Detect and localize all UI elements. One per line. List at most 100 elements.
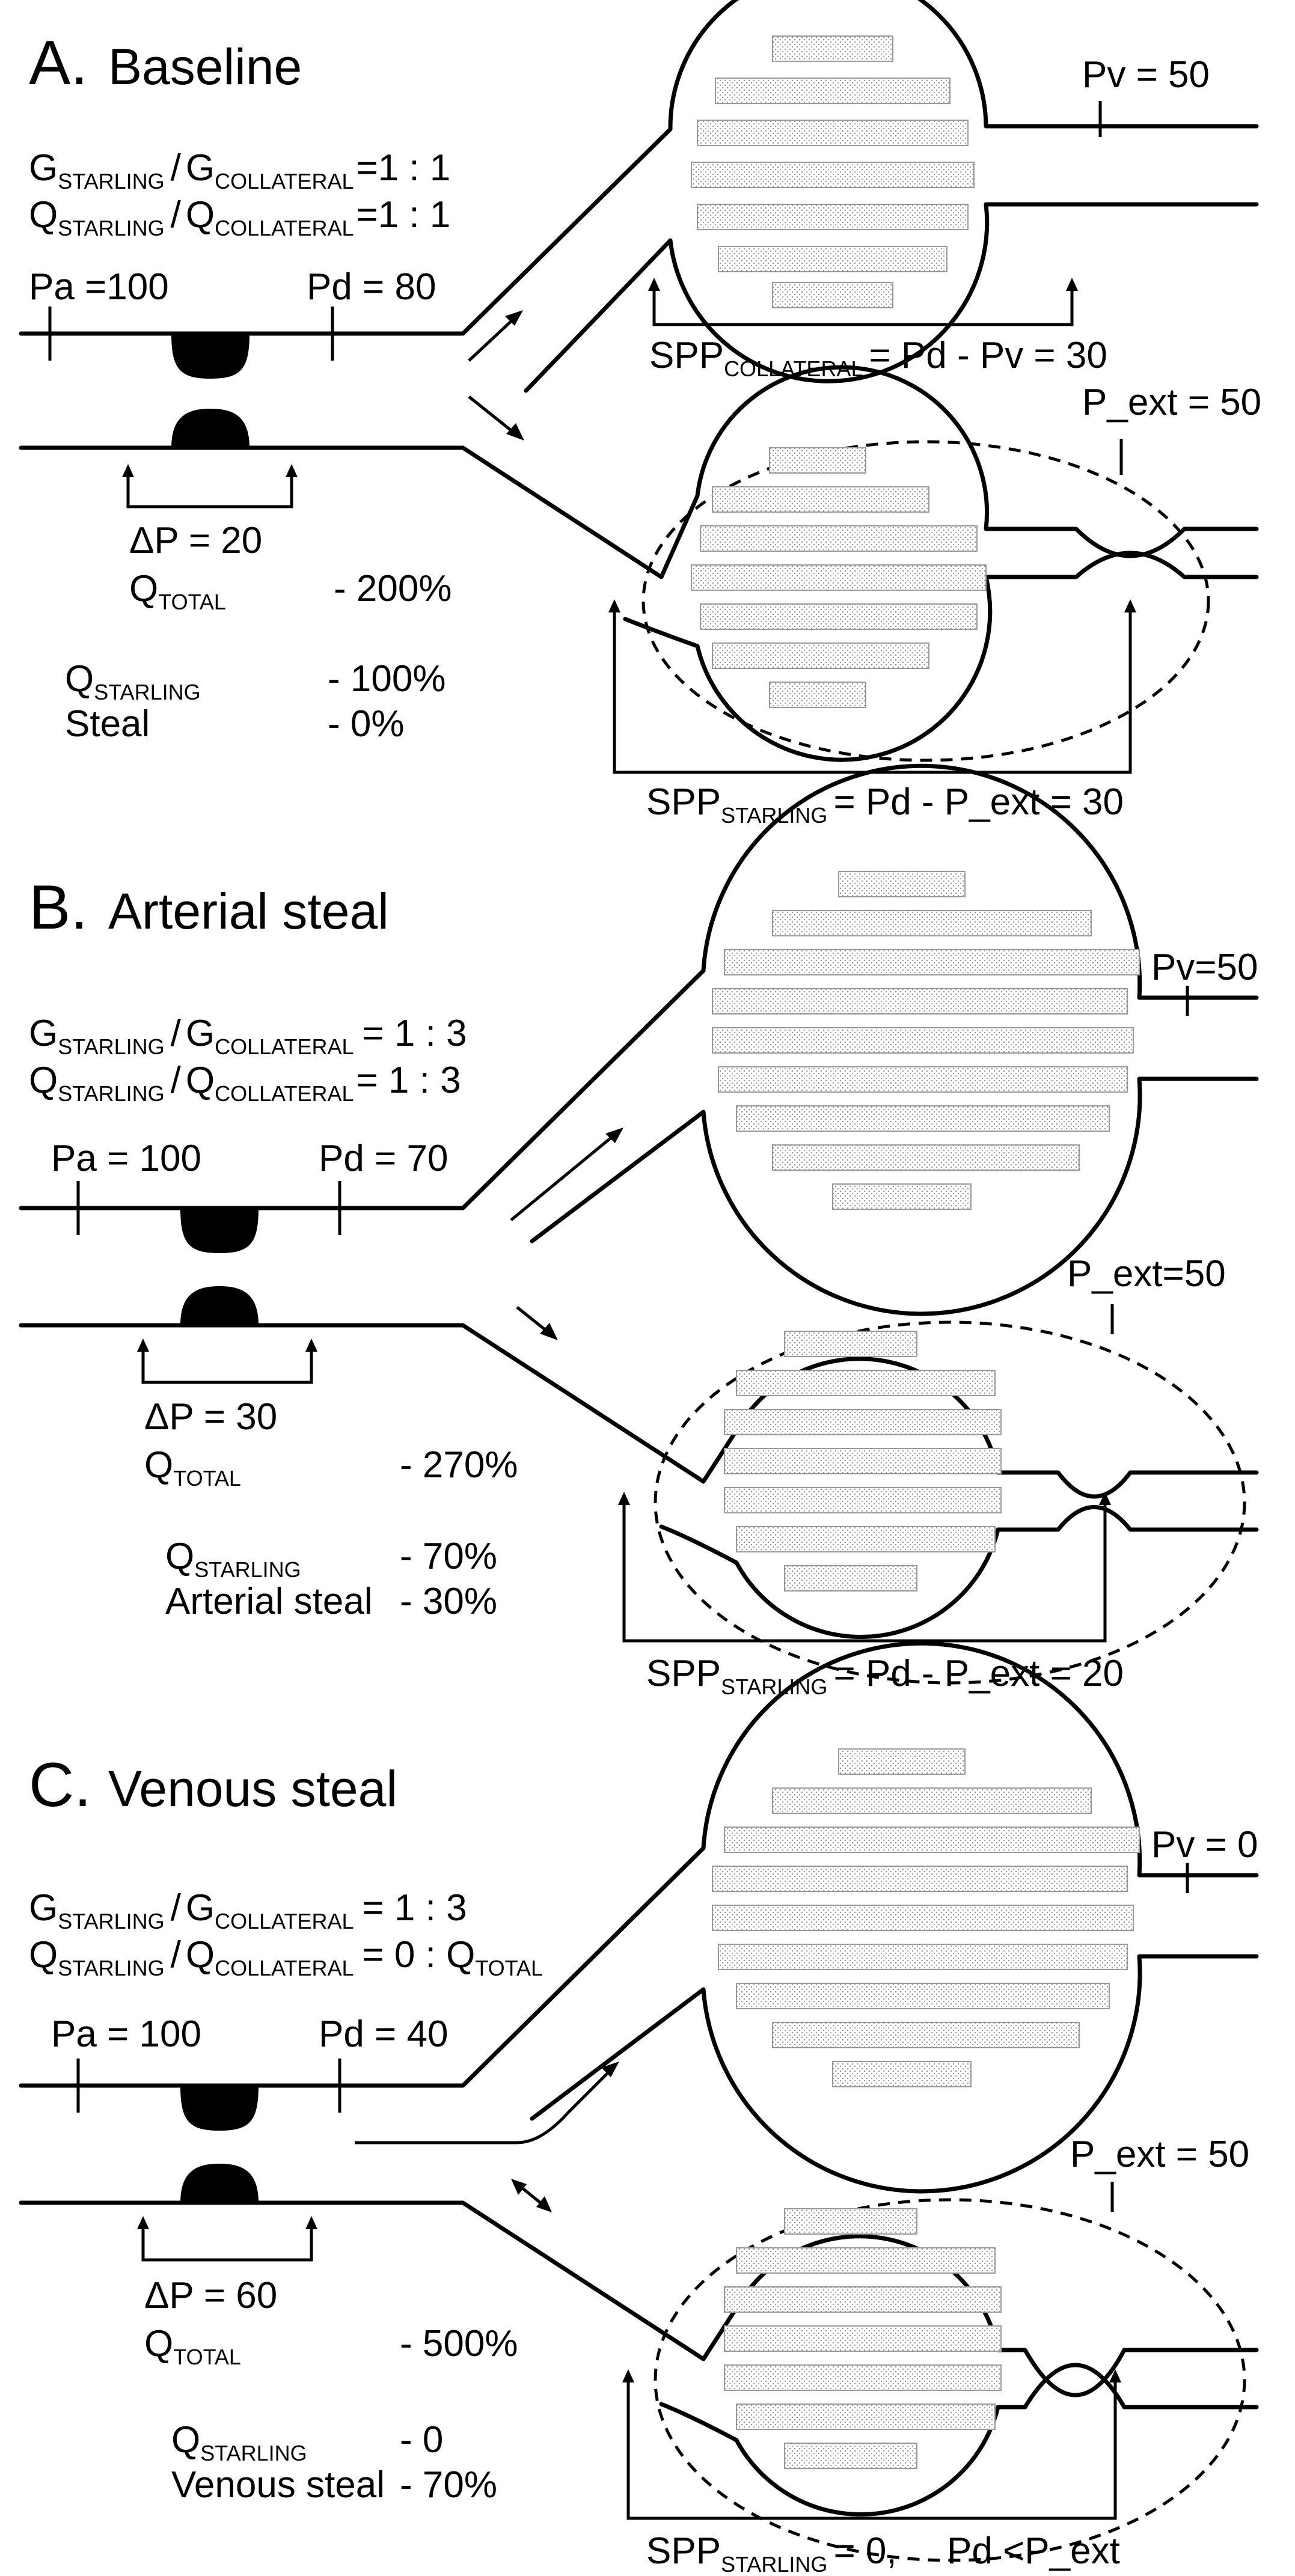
- panel-a-q-total: - 200%: [334, 568, 452, 609]
- panel-a-q-starling: - 100%: [328, 658, 445, 700]
- panel-c-pa: Pa = 100: [51, 2013, 201, 2055]
- panel-a-steal-label: Steal: [65, 703, 150, 745]
- panel-b-collateral-bed: [530, 763, 1259, 1316]
- panel-c-q-starling-label: QSTARLING: [171, 2419, 307, 2465]
- panel-c-p-ext: P_ext = 50: [1070, 2134, 1249, 2175]
- panel-b-spp-starling: SPPSTARLING= Pd - P_ext = 20: [646, 1653, 1124, 1699]
- panel-c-g-ratio: GSTARLING/GCOLLATERAL= 1 : 3: [29, 1887, 467, 1934]
- panel-c-delta-p: ΔP = 60: [144, 2275, 277, 2316]
- panel-a-bracket-arrow-left: [122, 464, 134, 477]
- panel-a-spp-collateral-bracket: [652, 285, 1074, 326]
- panel-b-spp-star-arrow-left: [618, 1492, 630, 1505]
- panel-a-delta-p-bracket: [126, 472, 293, 508]
- panel-b-letter: B.: [29, 873, 88, 942]
- panel-a-spp-star-arrow-right: [1124, 599, 1136, 612]
- panel-b-bracket-arrow-right: [305, 1338, 317, 1352]
- panel-a-collateral-capillaries: [691, 35, 975, 308]
- panel-b-stenosis-top: [180, 1208, 259, 1253]
- panel-c-stenosis-top: [180, 2086, 259, 2131]
- panel-b-pa: Pa = 100: [51, 1138, 201, 1179]
- panel-c-bracket-arrow-left: [137, 2216, 149, 2229]
- panel-b-q-total-label: QTOTAL: [144, 1444, 241, 1491]
- panel-c-letter: C.: [29, 1750, 91, 1820]
- panel-c-pv: Pv = 0: [1151, 1824, 1258, 1866]
- panel-a-delta-p: ΔP = 20: [129, 520, 262, 561]
- panel-c-spp-note: Pd <P_ext: [947, 2530, 1120, 2572]
- panel-c-starling-capillaries: [724, 2208, 1002, 2469]
- panel-b-flow-arrowhead-collateral: [605, 1128, 623, 1143]
- panel-b-starling-capillaries: [724, 1331, 1002, 1592]
- panel-b-external-pressure-zone: [654, 1320, 1246, 1685]
- panel-c-spp-star-arrow-right: [1109, 2369, 1121, 2382]
- panel-c-flow-arrow-collateral: [355, 2069, 611, 2144]
- panel-c-flow-arrowhead-collateral: [601, 2062, 619, 2077]
- panel-b-title: Arterial steal: [108, 883, 389, 939]
- panel-c-vessel-bottom: [19, 2200, 706, 2361]
- panel-a-g-ratio: GSTARLING/GCOLLATERAL=1 : 1: [29, 147, 450, 194]
- panel-a-title: Baseline: [108, 38, 302, 95]
- panel-b-vessel-top: [19, 968, 706, 1210]
- panel-b-pd: Pd = 70: [319, 1138, 448, 1179]
- panel-b-spp-star-arrow-right: [1099, 1492, 1111, 1505]
- panel-b-delta-p: ΔP = 30: [144, 1396, 277, 1438]
- panel-a-spp-col-arrow-right: [1066, 278, 1078, 291]
- panel-c-stenosis-bottom: [180, 2164, 259, 2203]
- panel-a-collateral-bed: [524, 0, 1259, 393]
- panel-c-collateral-bed: [530, 1641, 1259, 2194]
- panel-c-external-pressure-zone: [654, 2198, 1246, 2562]
- panel-b-q-starling: - 70%: [400, 1536, 497, 1577]
- panel-c-bidirectional-arrowhead-a: [511, 2179, 527, 2195]
- panel-c-title: Venous steal: [108, 1760, 397, 1817]
- panel-a-vessel-top: [19, 127, 673, 336]
- panel-a-flow-arrowhead-collateral: [505, 310, 523, 326]
- panel-a-spp-star-arrow-left: [608, 599, 620, 612]
- panel-a-spp-starling: SPPSTARLING= Pd - P_ext = 30: [646, 781, 1124, 828]
- panel-a-pa: Pa =100: [29, 266, 169, 308]
- panel-a-bracket-arrow-right: [286, 464, 298, 477]
- panel-b-collateral-capillaries: [712, 871, 1140, 1210]
- panel-a-spp-col-arrow-left: [648, 278, 660, 291]
- panel-b-pv: Pv=50: [1151, 947, 1258, 988]
- panel-c-spp-starling-bracket: [626, 2377, 1117, 2520]
- panel-b-p-ext: P_ext=50: [1067, 1253, 1226, 1295]
- panel-a-pd: Pd = 80: [307, 266, 436, 308]
- panel-c-q-ratio: QSTARLING/QCOLLATERAL= 0 : QTOTAL: [29, 1934, 543, 1980]
- panel-b-flow-arrow-collateral: [510, 1135, 614, 1221]
- panel-a-flow-arrowhead-starling: [506, 423, 524, 441]
- panel-a-flow-arrow-collateral: [468, 317, 515, 362]
- panel-c-spp-starling: SPPSTARLING= 0,: [646, 2530, 897, 2573]
- panel-a-stenosis-top: [171, 334, 250, 379]
- panel-a-stenosis-bottom: [171, 409, 250, 448]
- panel-b: B. Arterial steal GSTARLING/GCOLLATERAL=…: [19, 763, 1259, 1699]
- panel-c-bidirectional-arrowhead-b: [536, 2196, 552, 2212]
- panel-a-q-ratio: QSTARLING/QCOLLATERAL=1 : 1: [29, 194, 450, 240]
- panel-a-letter: A.: [29, 28, 88, 98]
- panel-b-steal-label: Arterial steal: [165, 1581, 373, 1622]
- panel-b-q-total: - 270%: [400, 1444, 518, 1486]
- panel-a-vessel-bottom: [19, 445, 664, 579]
- panel-b-g-ratio: GSTARLING/GCOLLATERAL= 1 : 3: [29, 1013, 467, 1059]
- panel-b-flow-arrowhead-starling: [540, 1323, 558, 1340]
- panel-c: C. Venous steal GSTARLING/GCOLLATERAL= 1…: [19, 1641, 1259, 2576]
- panel-a-external-pressure-zone: [641, 440, 1210, 762]
- panel-a-q-starling-label: QSTARLING: [65, 658, 201, 704]
- panel-a-starling-bed: [623, 365, 1259, 762]
- panel-c-bracket-arrow-right: [305, 2216, 317, 2229]
- panel-b-flow-arrow-starling: [516, 1306, 548, 1332]
- panel-c-pd: Pd = 40: [319, 2013, 448, 2055]
- panel-a-p-ext: P_ext = 50: [1082, 382, 1261, 423]
- panel-b-steal-value: - 30%: [400, 1581, 497, 1622]
- panel-a-steal-value: - 0%: [328, 703, 404, 745]
- panel-c-spp-star-arrow-left: [622, 2369, 634, 2382]
- panel-b-stenosis-bottom: [180, 1286, 259, 1325]
- panel-b-q-starling-label: QSTARLING: [165, 1536, 301, 1582]
- panel-c-vessel-top: [19, 1846, 706, 2088]
- panel-a: A. Baseline GSTARLING/GCOLLATERAL=1 : 1 …: [19, 0, 1261, 828]
- panel-c-q-starling: - 0: [400, 2419, 443, 2461]
- panel-a-flow-arrow-starling: [468, 395, 515, 434]
- panel-b-bracket-arrow-left: [137, 1338, 149, 1352]
- panel-a-pv: Pv = 50: [1082, 54, 1210, 96]
- panel-b-delta-p-bracket: [141, 1346, 313, 1384]
- panel-a-starling-capillaries: [691, 447, 987, 708]
